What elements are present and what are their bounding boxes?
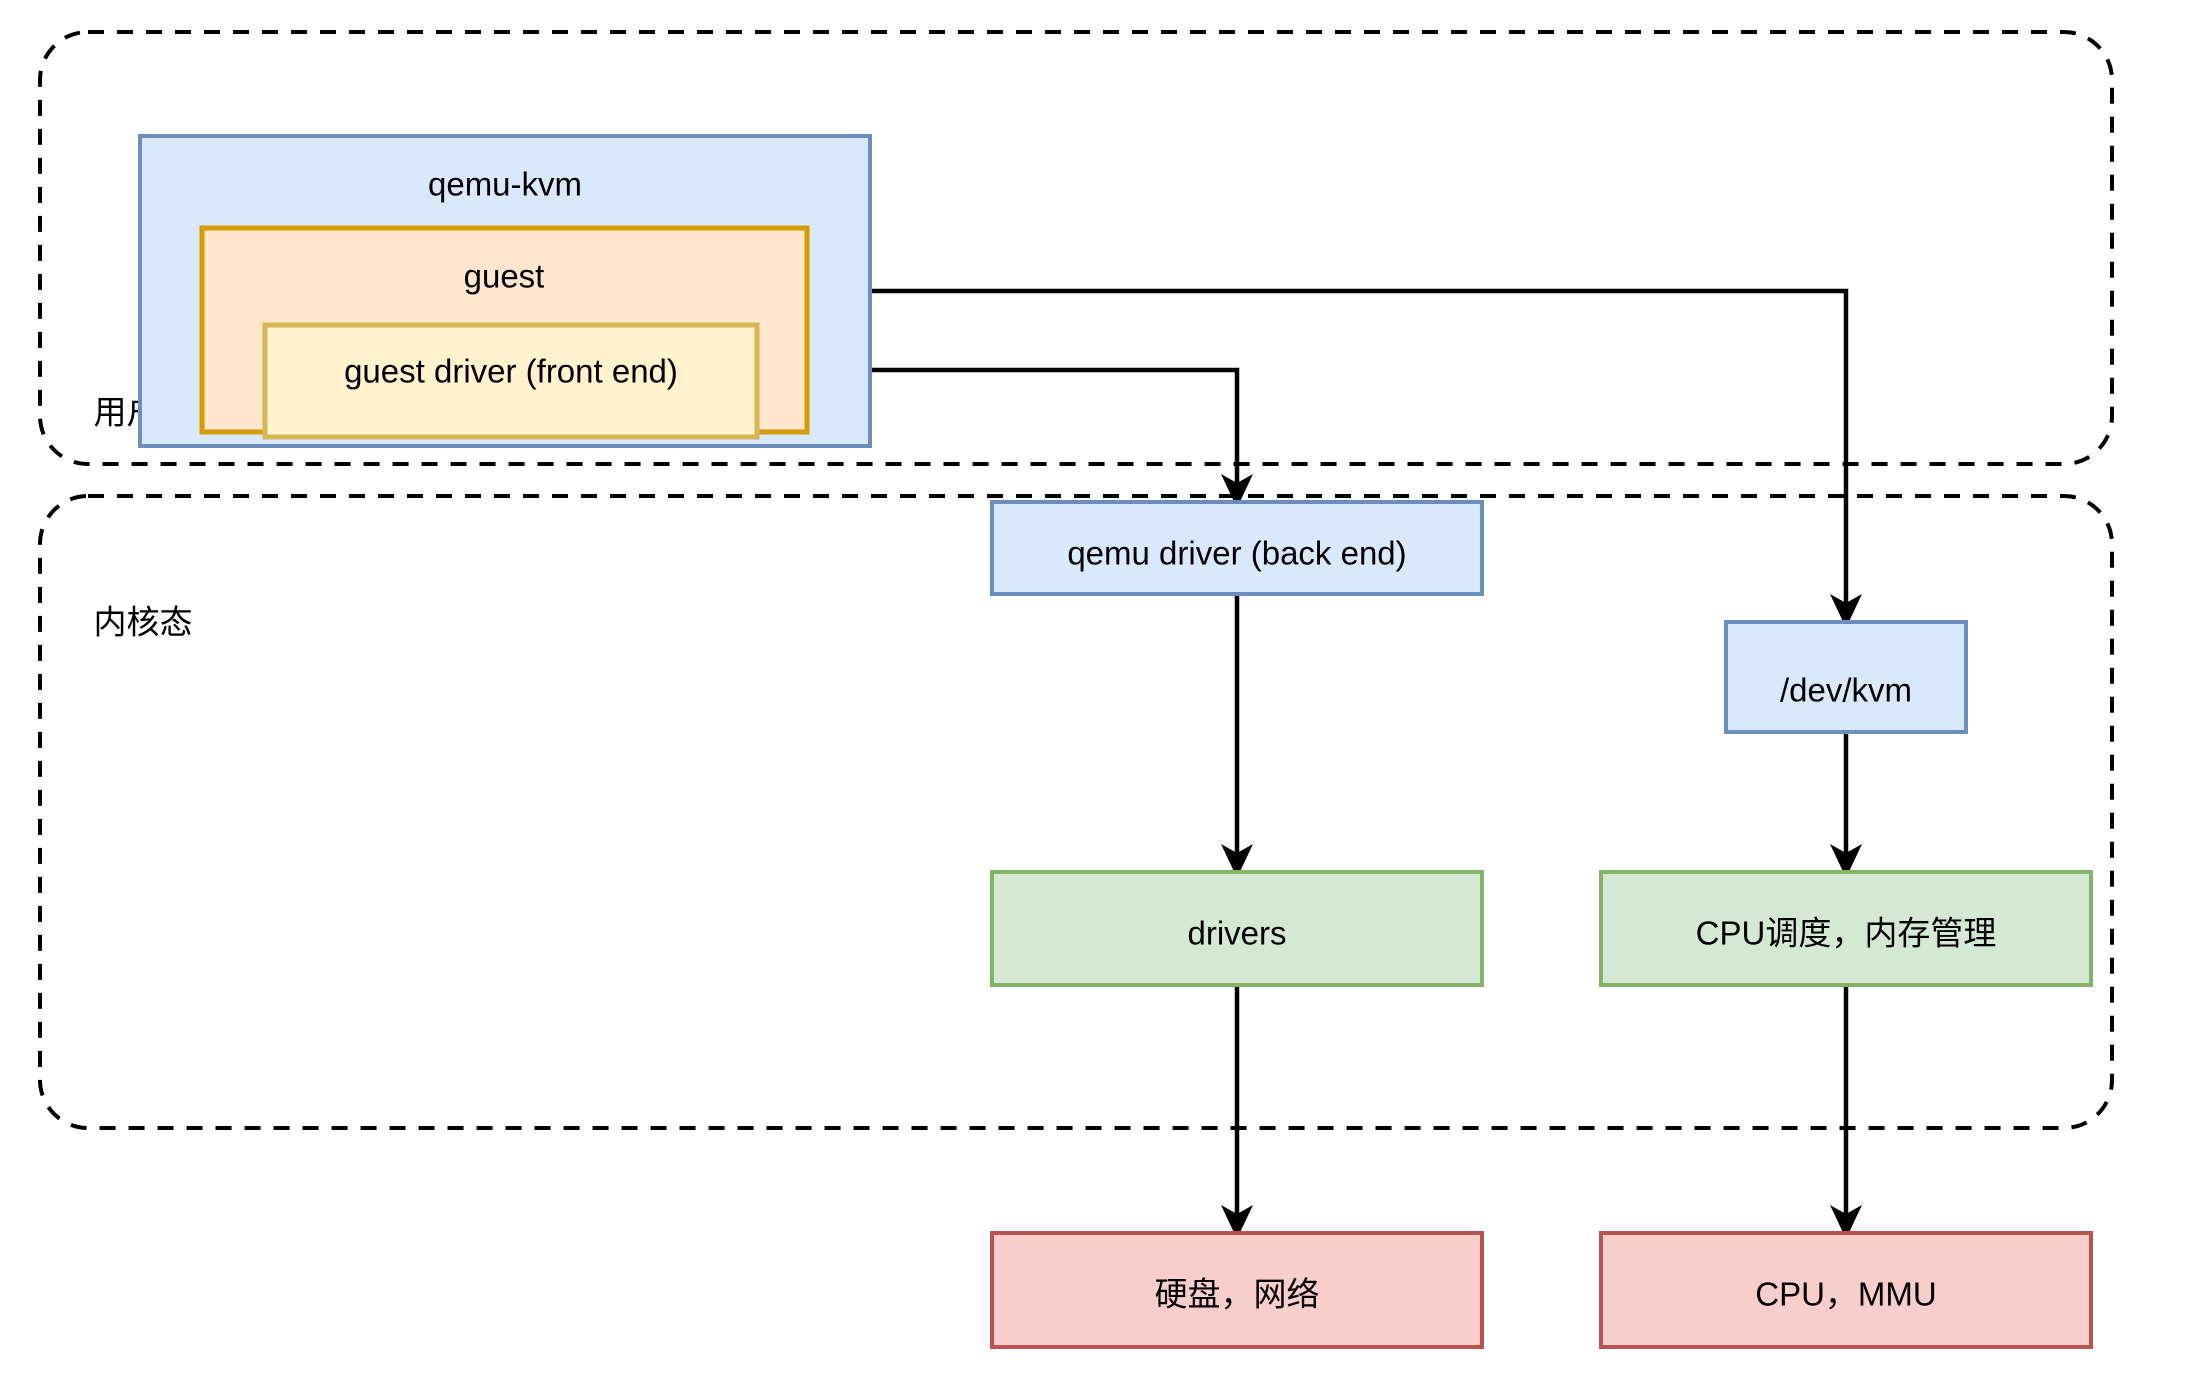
node-qemu-driver-back-end[interactable]: qemu driver (back end): [990, 500, 1484, 596]
connector-cpu-scheduling-to-cpu-mmu-arrowhead: [1830, 1205, 1862, 1239]
connector-qemu-driver-to-drivers: [1221, 594, 1253, 878]
node-cpu-mmu-rect[interactable]: [1599, 1231, 2093, 1349]
zone-kernel-mode-outline: [38, 494, 2114, 1130]
node-dev-kvm-rect[interactable]: [1724, 620, 1968, 734]
node-cpu-mmu-label: CPU，MMU: [1755, 1276, 1936, 1313]
node-drivers-rect[interactable]: [990, 870, 1484, 987]
zone-kernel-mode-label: 内核态: [94, 604, 193, 641]
node-qemu-driver-back-end-label: qemu driver (back end): [1067, 535, 1406, 572]
connector-guest-driver-to-qemu-driver-arrowhead: [1221, 474, 1253, 508]
connector-drivers-to-disk-network: [1221, 985, 1253, 1239]
node-qemu-kvm-label: qemu-kvm: [428, 166, 582, 203]
node-qemu-driver-back-end-rect[interactable]: [990, 500, 1484, 596]
node-drivers-label: drivers: [1187, 915, 1286, 952]
connector-guest-to-dev-kvm: [872, 288, 1862, 628]
zone-user-mode-outline: [38, 30, 2114, 466]
node-drivers[interactable]: drivers: [990, 870, 1484, 987]
node-dev-kvm-label: /dev/kvm: [1780, 672, 1912, 709]
node-disk-network-label: 硬盘，网络: [1155, 1276, 1320, 1313]
connector-guest-driver-to-qemu-driver: [757, 367, 1253, 508]
connector-guest-to-dev-kvm-line: [872, 288, 1849, 608]
zone-kernel-mode: 内核态: [38, 494, 2114, 1130]
connector-guest-driver-to-qemu-driver-line: [757, 367, 1240, 488]
connector-drivers-to-disk-network-arrowhead: [1221, 1205, 1253, 1239]
node-guest-driver-front-end-rect[interactable]: [262, 322, 760, 440]
node-cpu-scheduling-memory-management-label: CPU调度，内存管理: [1696, 915, 1997, 952]
connector-cpu-scheduling-to-cpu-mmu: [1830, 985, 1862, 1239]
node-cpu-scheduling-memory-management[interactable]: CPU调度，内存管理: [1599, 870, 2093, 987]
connector-dev-kvm-to-cpu-scheduling-arrowhead: [1830, 844, 1862, 878]
node-dev-kvm[interactable]: /dev/kvm: [1724, 620, 1968, 734]
node-guest-driver-front-end[interactable]: guest driver (front end): [262, 322, 760, 440]
node-guest-label: guest: [464, 258, 545, 295]
node-guest-driver-front-end-label: guest driver (front end): [344, 353, 678, 390]
node-disk-network-rect[interactable]: [990, 1231, 1484, 1349]
node-cpu-mmu[interactable]: CPU，MMU: [1599, 1231, 2093, 1349]
node-cpu-scheduling-memory-management-rect[interactable]: [1599, 870, 2093, 987]
connector-guest-to-dev-kvm-arrowhead: [1830, 594, 1862, 628]
connector-qemu-driver-to-drivers-arrowhead: [1221, 844, 1253, 878]
connector-dev-kvm-to-cpu-scheduling: [1830, 732, 1862, 878]
node-disk-network[interactable]: 硬盘，网络: [990, 1231, 1484, 1349]
